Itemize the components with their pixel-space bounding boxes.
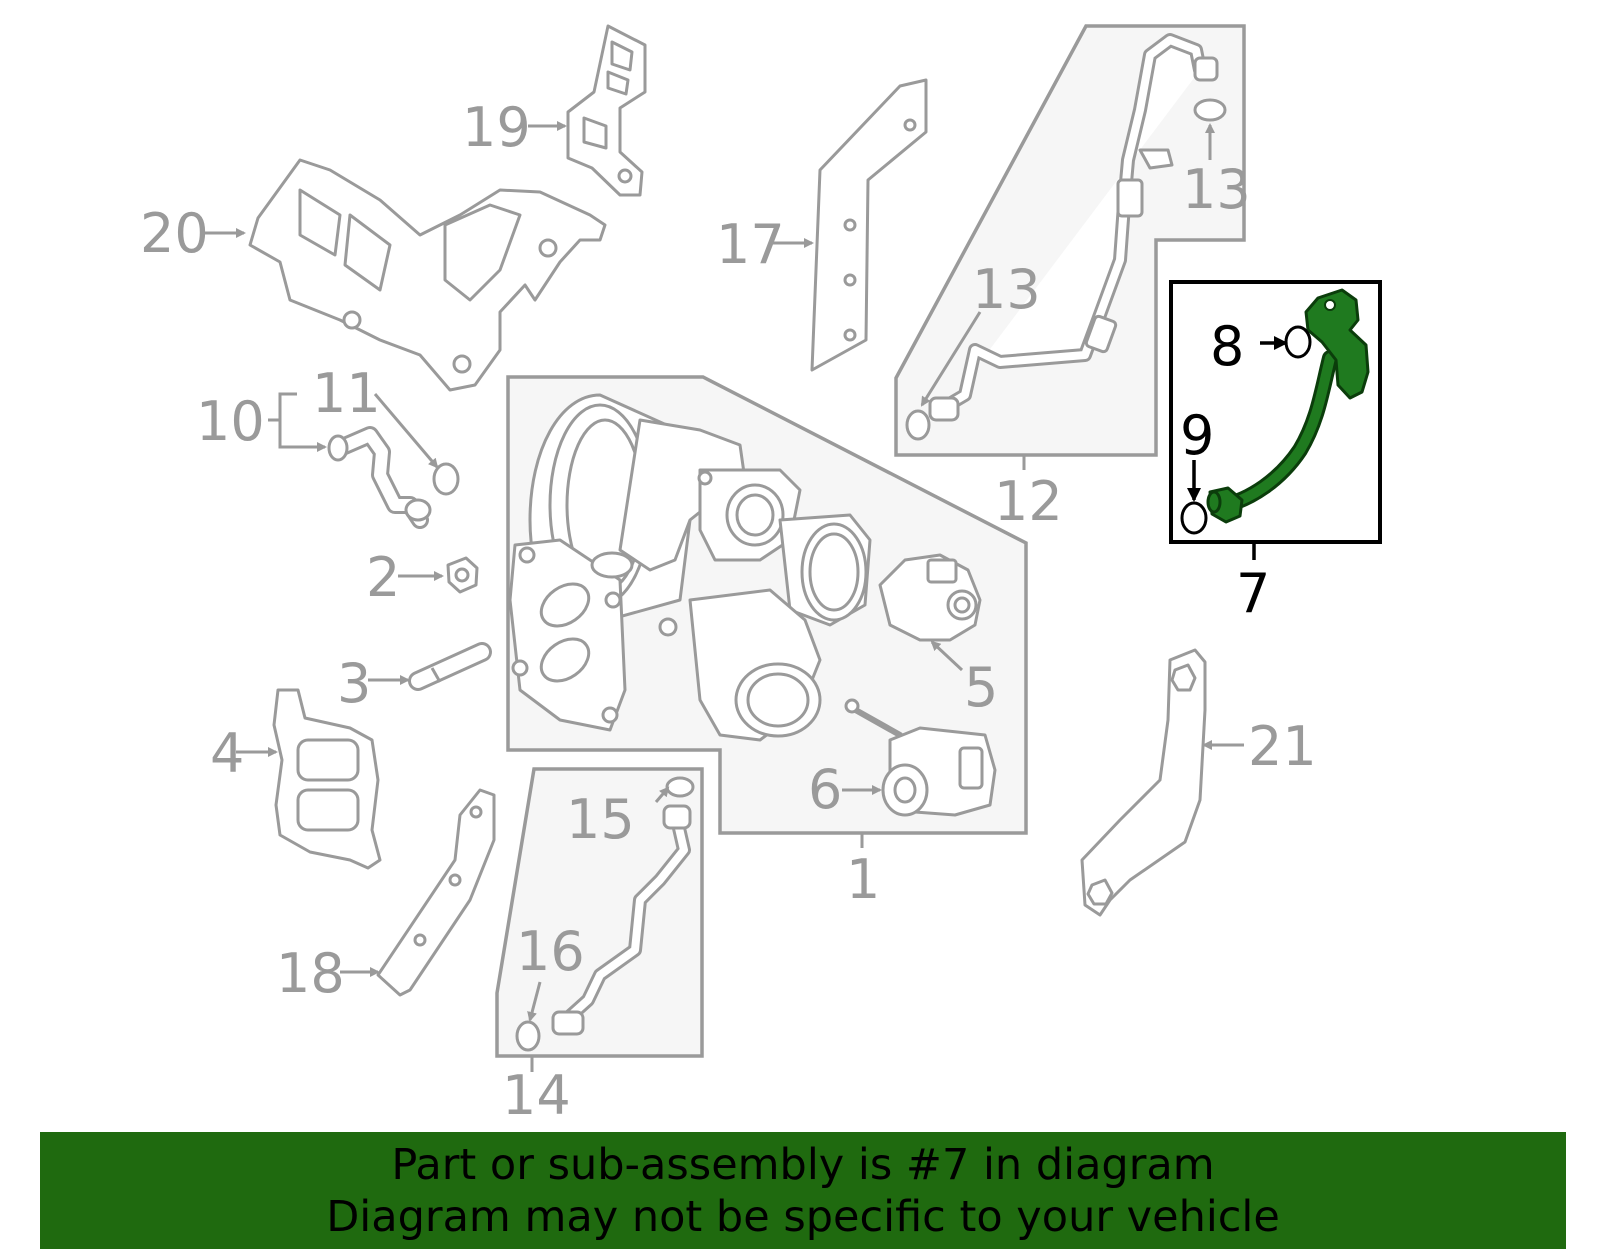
callout-8: 8 [1210,315,1244,378]
part-9-o-ring [1180,501,1208,535]
callout-2: 2 [366,546,400,609]
part-7-highlighted-pipe [1206,288,1370,524]
callout-13-lower: 13 [972,258,1041,321]
callout-9: 9 [1180,404,1214,467]
callout-6: 6 [808,758,842,821]
callout-5: 5 [964,656,998,719]
callout-13-upper: 13 [1182,158,1251,221]
banner-line-1: Part or sub-assembly is #7 in diagram [391,1139,1215,1190]
callout-15: 15 [566,788,635,851]
callout-7: 7 [1236,562,1270,625]
part-18-gasket [376,788,496,997]
callout-10: 10 [196,390,265,453]
part-12-oil-line [905,33,1227,441]
part-8-o-ring [1284,325,1312,359]
callout-3: 3 [337,652,371,715]
part-17-gasket [810,78,928,372]
part-6-actuator [844,698,997,817]
part-10-pipe [327,426,432,529]
callout-16: 16 [516,920,585,983]
part-20-heat-shield [248,158,607,392]
part-5-valve [878,553,982,642]
part-11-o-ring [432,462,460,496]
part-19-bracket [566,24,647,197]
part-2-nut [446,556,479,594]
group-box-14 [495,767,704,1058]
info-banner: Part or sub-assembly is #7 in diagram Di… [40,1132,1566,1249]
callout-19: 19 [462,96,531,159]
callout-4: 4 [210,722,244,785]
banner-line-2: Diagram may not be specific to your vehi… [326,1191,1280,1242]
callout-21: 21 [1248,715,1317,778]
callout-20: 20 [140,202,209,265]
callout-14: 14 [502,1064,571,1127]
callout-12: 12 [994,470,1063,533]
callout-1: 1 [846,848,880,911]
callout-17: 17 [716,213,785,276]
part-21-bracket [1080,648,1207,917]
callout-11: 11 [312,362,381,425]
part-4-gasket [272,688,382,870]
part-3-stud [408,642,492,691]
part-14-oil-pipe [515,776,695,1052]
callout-18: 18 [276,942,345,1005]
part-1-turbocharger [508,393,872,742]
